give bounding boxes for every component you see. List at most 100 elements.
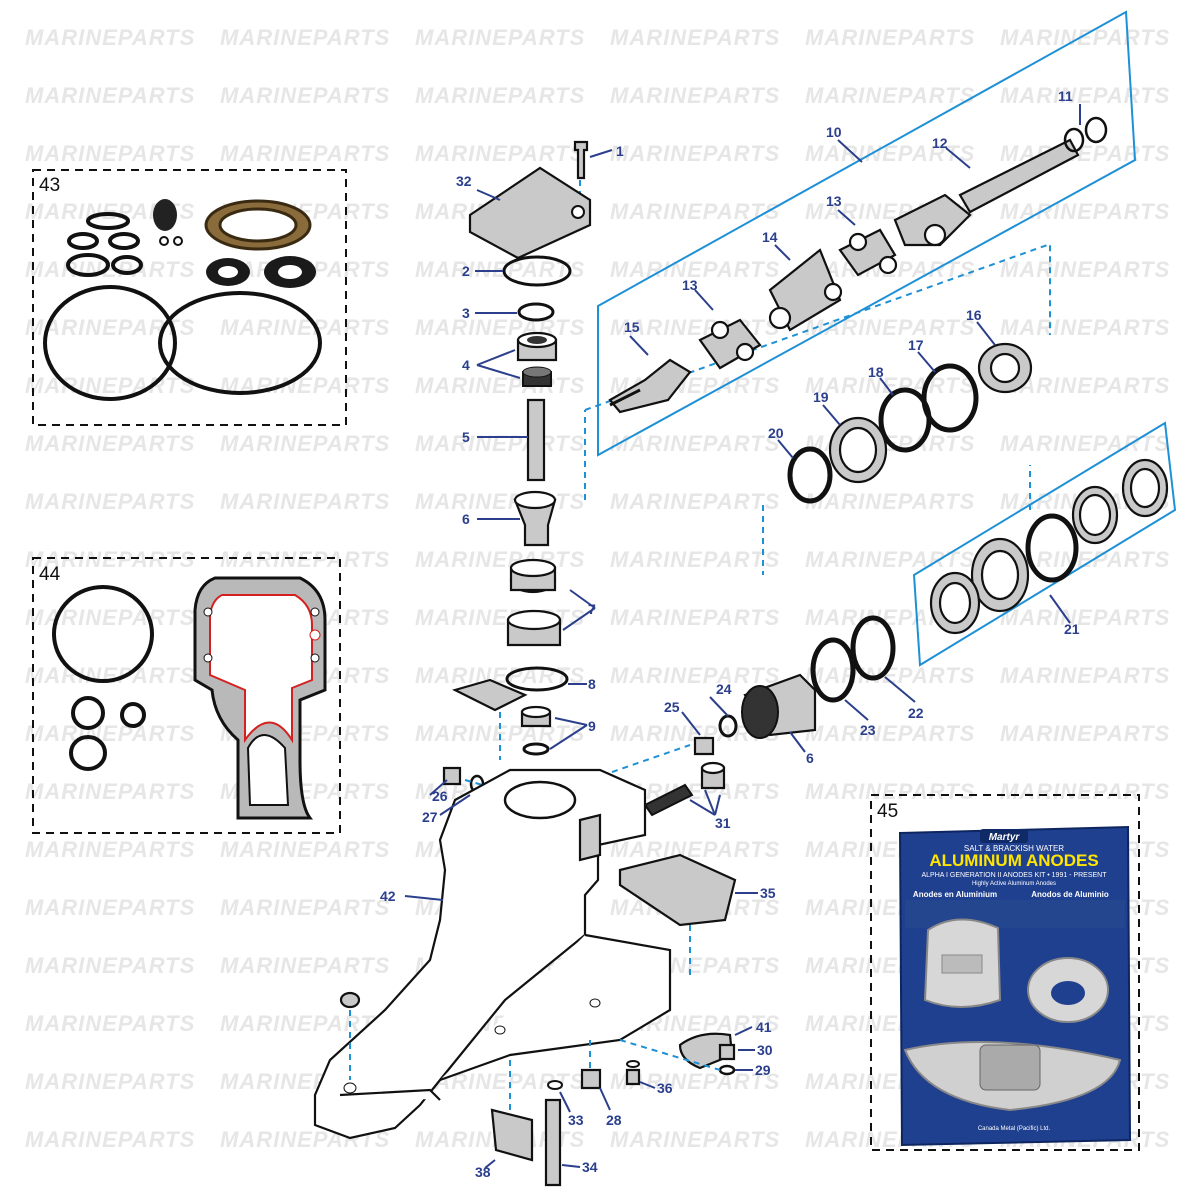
watermark-text: MARINEPARTS xyxy=(415,25,585,50)
callout-label: 24 xyxy=(716,681,732,697)
callout-label: 14 xyxy=(762,229,778,245)
watermark-text: MARINEPARTS xyxy=(610,1127,780,1152)
watermark-text: MARINEPARTS xyxy=(415,489,585,514)
watermark-text: MARINEPARTS xyxy=(220,431,390,456)
watermark-text: MARINEPARTS xyxy=(220,489,390,514)
watermark-text: MARINEPARTS xyxy=(25,1069,195,1094)
watermark-text: MARINEPARTS xyxy=(220,315,390,340)
callout-leaders xyxy=(404,104,1081,1169)
watermark-text: MARINEPARTS xyxy=(1000,779,1170,804)
callout-label: 30 xyxy=(757,1042,773,1058)
watermark-text: MARINEPARTS xyxy=(415,141,585,166)
watermark-text: MARINEPARTS xyxy=(220,895,390,920)
watermark-text: MARINEPARTS xyxy=(25,547,195,572)
watermark-text: MARINEPARTS xyxy=(25,721,195,746)
watermark-text: MARINEPARTS xyxy=(805,83,975,108)
watermark-text: MARINEPARTS xyxy=(25,605,195,630)
watermark-text: MARINEPARTS xyxy=(25,373,195,398)
watermark-text: MARINEPARTS xyxy=(415,315,585,340)
watermark-text: MARINEPARTS xyxy=(25,953,195,978)
watermark-text: MARINEPARTS xyxy=(610,547,780,572)
kit-line: ALPHA I GENERATION II ANODES KIT • 1991 … xyxy=(921,872,1107,879)
kit-43-seal-kit: 43 xyxy=(32,169,347,426)
watermark-text: MARINEPARTS xyxy=(805,489,975,514)
callout-label: 6 xyxy=(806,750,814,766)
watermark-text: MARINEPARTS xyxy=(25,663,195,688)
callout-label: 12 xyxy=(932,135,948,151)
callout-label: 11 xyxy=(1058,88,1073,104)
watermark-text: MARINEPARTS xyxy=(805,779,975,804)
callout-label: 28 xyxy=(606,1112,622,1128)
watermark-text: MARINEPARTS xyxy=(220,953,390,978)
callout-label: 35 xyxy=(760,885,776,901)
watermark-text: MARINEPARTS xyxy=(805,547,975,572)
callout-label: 22 xyxy=(908,705,924,721)
callout-label: 31 xyxy=(715,815,731,831)
callout-label: 5 xyxy=(462,429,470,445)
watermark-text: MARINEPARTS xyxy=(415,373,585,398)
callout-label: 36 xyxy=(657,1080,673,1096)
callout-label: 9 xyxy=(588,718,596,734)
driveshaft-parts xyxy=(442,116,1169,817)
callout-label: 29 xyxy=(755,1062,771,1078)
callout-label: 41 xyxy=(756,1019,772,1035)
watermark-text: MARINEPARTS xyxy=(1000,431,1170,456)
watermark-text: MARINEPARTS xyxy=(1000,199,1170,224)
callout-label: 23 xyxy=(860,722,876,738)
callout-label: 26 xyxy=(432,788,448,804)
callout-label: 19 xyxy=(813,389,829,405)
watermark-text: MARINEPARTS xyxy=(415,83,585,108)
watermark-text: MARINEPARTS xyxy=(610,141,780,166)
callout-label: 2 xyxy=(462,263,470,279)
kit-44-gasket-kit: 44 xyxy=(32,557,341,834)
callout-label: 34 xyxy=(582,1159,598,1175)
callout-label: 13 xyxy=(682,277,698,293)
watermark-text: MARINEPARTS xyxy=(415,547,585,572)
card-note: Highly Active Aluminum Anodes xyxy=(972,881,1056,887)
kit-number: 45 xyxy=(877,801,898,822)
watermark-text: MARINEPARTS xyxy=(25,1011,195,1036)
callout-label: 18 xyxy=(868,364,884,380)
watermark-text: MARINEPARTS xyxy=(1000,663,1170,688)
watermark-text: MARINEPARTS xyxy=(25,141,195,166)
watermark-text: MARINEPARTS xyxy=(25,779,195,804)
callout-label: 7 xyxy=(588,601,596,617)
watermark-text: MARINEPARTS xyxy=(415,431,585,456)
driveshaft-assembly-outline xyxy=(584,10,1177,667)
callout-label: 10 xyxy=(826,124,842,140)
card-subtitle: SALT & BRACKISH WATER xyxy=(964,844,1064,853)
callout-numbers: 1 2 3 4 5 6 7 8 9 10 11 12 13 13 14 15 1… xyxy=(380,88,1080,1180)
callout-label: 16 xyxy=(966,307,982,323)
watermark-text: MARINEPARTS xyxy=(1000,605,1170,630)
kit-45-anode-kit: 45 Martyr SALT & BRACKISH WATER ALUMINUM… xyxy=(870,794,1140,1151)
callout-label: 6 xyxy=(462,511,470,527)
gear-housing xyxy=(313,768,737,1187)
callout-label: 1 xyxy=(616,143,624,159)
callout-label: 8 xyxy=(588,676,596,692)
callout-label: 27 xyxy=(422,809,438,825)
watermark-text: MARINEPARTS xyxy=(1000,721,1170,746)
watermark-text: MARINEPARTS xyxy=(1000,315,1170,340)
watermark-text: MARINEPARTS xyxy=(805,315,975,340)
callout-label: 17 xyxy=(908,337,924,353)
watermark-text: MARINEPARTS xyxy=(25,83,195,108)
callout-label: 38 xyxy=(475,1164,491,1180)
watermark-text: MARINEPARTS xyxy=(220,547,390,572)
watermark-text: MARINEPARTS xyxy=(220,83,390,108)
watermark-text: MARINEPARTS xyxy=(220,25,390,50)
card-title: ALUMINUM ANODES xyxy=(929,851,1098,870)
callout-label: 32 xyxy=(456,173,472,189)
watermark-text: MARINEPARTS xyxy=(220,141,390,166)
watermark-text: MARINEPARTS xyxy=(610,83,780,108)
watermark-text: MARINEPARTS xyxy=(415,257,585,282)
callout-label: 15 xyxy=(624,319,640,335)
watermark-text: MARINEPARTS xyxy=(25,25,195,50)
watermark-text: MARINEPARTS xyxy=(805,141,975,166)
callout-label: 4 xyxy=(462,357,470,373)
callout-label: 25 xyxy=(664,699,680,715)
watermark-text: MARINEPARTS xyxy=(610,663,780,688)
kit-number: 44 xyxy=(39,564,61,585)
watermark-text: MARINEPARTS xyxy=(1000,25,1170,50)
callout-label: 21 xyxy=(1064,621,1080,637)
